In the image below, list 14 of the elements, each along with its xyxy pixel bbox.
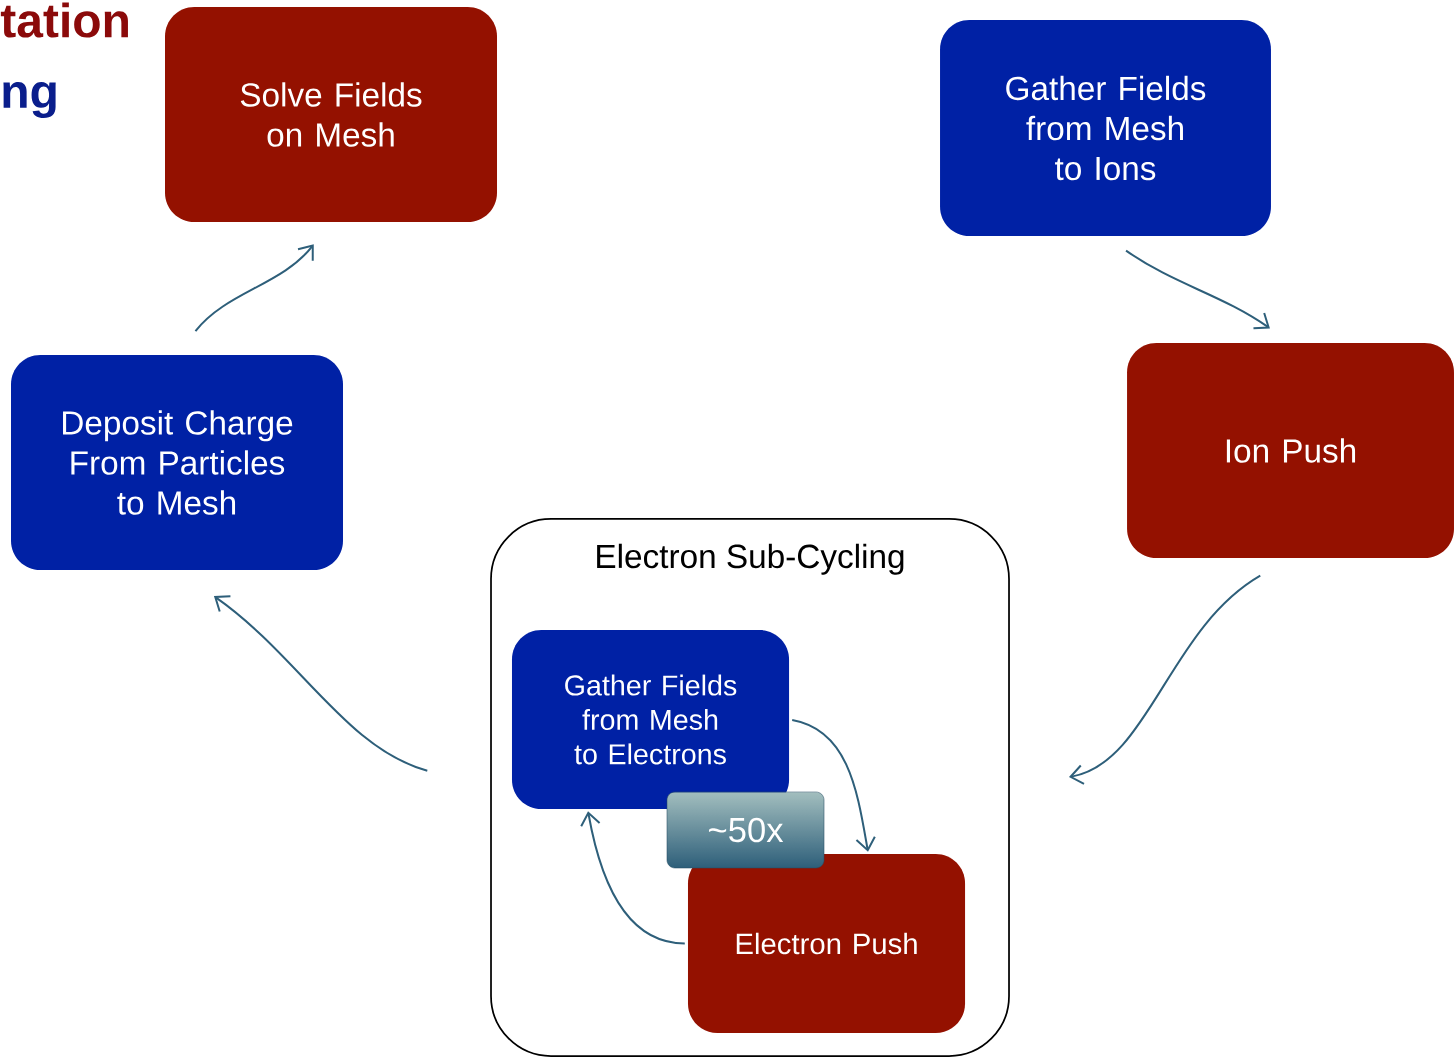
process-box: Electron Push: [688, 854, 966, 1033]
process-box: Gather Fields from Mesh to Ions: [940, 20, 1271, 236]
process-box: Deposit Charge From Particles to Mesh: [11, 355, 343, 570]
process-box: Ion Push: [1127, 343, 1454, 558]
arrow: [213, 595, 429, 772]
arrow: [1068, 574, 1262, 785]
arrow: [194, 244, 314, 333]
count-badge: ~50x: [666, 791, 825, 869]
arrow: [791, 719, 876, 852]
arrow: [1125, 249, 1270, 330]
title-text: ng: [3, 82, 56, 118]
process-box: Gather Fields from Mesh to Electrons: [512, 630, 790, 809]
arrow: [580, 811, 686, 945]
process-box: Solve Fields on Mesh: [165, 7, 497, 222]
